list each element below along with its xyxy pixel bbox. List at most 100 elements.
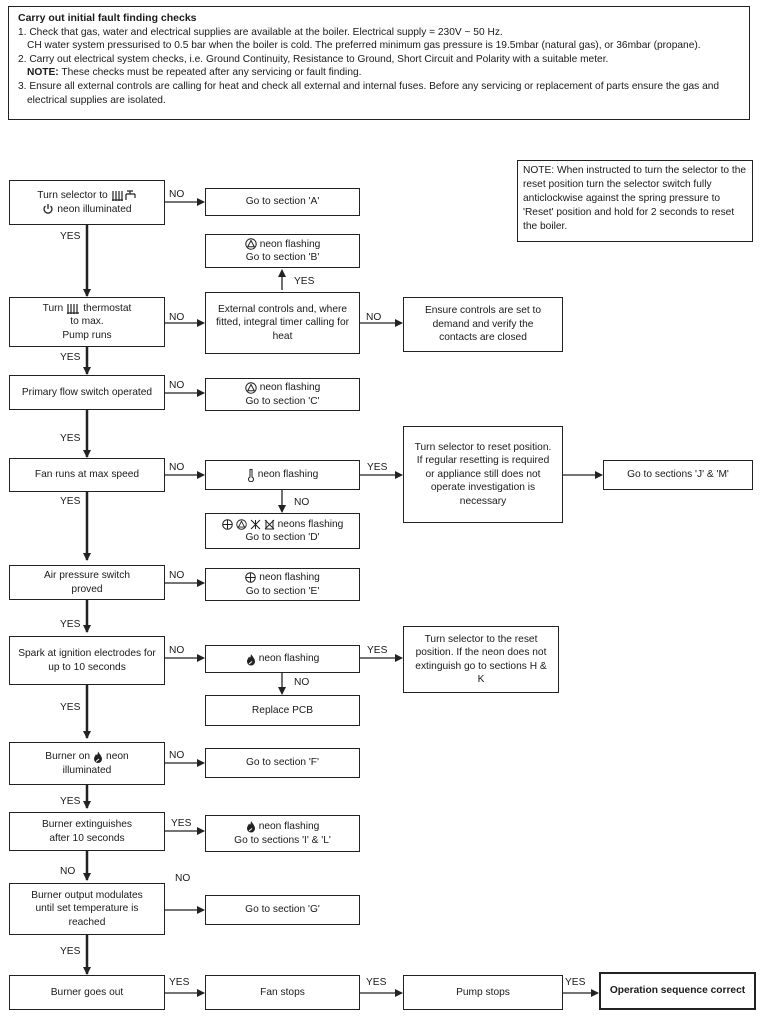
reset-note: NOTE: When instructed to turn the select… xyxy=(517,160,753,242)
instructions-box: Carry out initial fault finding checks 1… xyxy=(8,6,750,120)
go-section-b: neon flashing Go to section 'B' xyxy=(205,234,360,268)
step-burner-on: Burner on neon illuminated xyxy=(9,742,165,785)
label-no: NO xyxy=(294,497,310,508)
replace-pcb: Replace PCB xyxy=(205,695,360,726)
go-section-a: Go to section 'A' xyxy=(205,188,360,216)
go-sections-i-l: neon flashing Go to sections 'I' & 'L' xyxy=(205,815,360,852)
power-icon xyxy=(42,203,54,215)
label-no: NO xyxy=(169,380,185,391)
label-no: NO xyxy=(169,189,185,200)
neons-flashing-label: neons flashing xyxy=(277,518,344,530)
go-sections-j-m: Go to sections 'J' & 'M' xyxy=(603,460,753,490)
neon-label: neon xyxy=(106,751,129,762)
neon-flashing-label: neon flashing xyxy=(259,238,321,250)
reset-h-k: Turn selector to the reset position. If … xyxy=(403,626,559,693)
label-no: NO xyxy=(175,873,191,884)
go-section-e-label: Go to section 'E' xyxy=(245,585,320,597)
note-label: NOTE: xyxy=(27,67,59,79)
triangle-fault-icon xyxy=(235,519,247,530)
step-turn-label: Turn xyxy=(42,302,64,314)
radiator-icon xyxy=(264,519,275,530)
label-no: NO xyxy=(169,462,185,473)
label-yes: YES xyxy=(171,818,192,829)
label-no: NO xyxy=(60,866,76,877)
thermometer-icon xyxy=(247,468,255,482)
go-section-c-label: Go to section 'C' xyxy=(245,395,320,407)
instruction-3-cont: electrical supplies are isolated. xyxy=(27,94,166,106)
step-turn-thermostat: Turn thermostat to max. Pump runs xyxy=(9,297,165,347)
neon-flashing-label: neon flashing xyxy=(259,572,320,583)
label-yes: YES xyxy=(60,231,81,242)
instruction-1-cont: CH water system pressurised to 0.5 bar w… xyxy=(27,40,701,52)
label-yes: YES xyxy=(60,946,81,957)
step-burner-modulates: Burner output modulates until set temper… xyxy=(9,883,165,935)
neon-flashing-label: neon flashing xyxy=(259,382,321,393)
go-section-d-label: Go to section 'D' xyxy=(245,532,320,543)
flame-icon xyxy=(246,820,256,833)
label-yes: YES xyxy=(367,462,388,473)
step-turn-selector-label: Turn selector to xyxy=(37,190,108,201)
label-yes: YES xyxy=(294,276,315,287)
fan-icon xyxy=(221,518,233,530)
label-no: NO xyxy=(366,312,382,323)
label-yes: YES xyxy=(60,352,81,363)
instruction-2-note: NOTE: These checks must be repeated afte… xyxy=(18,66,740,80)
instruction-2: 2. Carry out electrical system checks, i… xyxy=(18,53,609,65)
step-to-max-label: to max. xyxy=(70,316,104,328)
instruction-3: 3. Ensure all external controls are call… xyxy=(18,80,720,92)
flame-icon xyxy=(93,750,103,764)
neon-flashing-label: neon flashing xyxy=(257,469,319,481)
step-fan-runs: Fan runs at max speed xyxy=(9,458,165,492)
illuminated-label: illuminated xyxy=(62,764,112,776)
go-section-e: neon flashing Go to section 'E' xyxy=(205,568,360,601)
step-air-pressure: Air pressure switch proved xyxy=(9,565,165,600)
step-spark-ignition: Spark at ignition electrodes for up to 1… xyxy=(9,636,165,685)
instructions-title: Carry out initial fault finding checks xyxy=(18,12,197,24)
external-controls: External controls and, where fitted, int… xyxy=(205,292,360,354)
step-burner-extinguishes: Burner extinguishes after 10 seconds xyxy=(9,812,165,851)
label-yes: YES xyxy=(367,645,388,656)
triangle-fault-icon xyxy=(244,382,257,394)
label-yes: YES xyxy=(60,796,81,807)
step-thermostat-label: thermostat xyxy=(83,302,132,314)
go-section-b-label: Go to section 'B' xyxy=(245,252,320,263)
go-sections-i-l-label: Go to sections 'I' & 'L' xyxy=(234,834,331,846)
fan-icon xyxy=(245,572,256,584)
go-section-g: Go to section 'G' xyxy=(205,895,360,925)
pump-stops: Pump stops xyxy=(403,975,563,1010)
label-yes: YES xyxy=(565,977,586,988)
label-yes: YES xyxy=(366,977,387,988)
ensure-controls: Ensure controls are set to demand and ve… xyxy=(403,297,563,352)
triangle-fault-icon xyxy=(244,238,257,250)
go-section-d: neons flashing Go to section 'D' xyxy=(205,513,360,549)
step-turn-selector: Turn selector to neon illuminated xyxy=(9,180,165,225)
label-yes: YES xyxy=(169,977,190,988)
radiator-tap-icon xyxy=(111,189,137,202)
operation-sequence-correct: Operation sequence correct xyxy=(599,972,756,1010)
label-no: NO xyxy=(169,570,185,581)
radiator-icon xyxy=(66,303,80,315)
label-no: NO xyxy=(169,312,185,323)
instruction-1: 1. Check that gas, water and electrical … xyxy=(18,26,503,38)
go-section-f: Go to section 'F' xyxy=(205,748,360,778)
label-yes: YES xyxy=(60,496,81,507)
flame-icon xyxy=(246,653,256,666)
thermostat-neon-flashing: neon flashing xyxy=(205,460,360,490)
instruction-2-note-text: These checks must be repeated after any … xyxy=(61,67,362,79)
burner-on-label: Burner on xyxy=(45,751,91,762)
step-burner-goes-out: Burner goes out xyxy=(9,975,165,1010)
label-no: NO xyxy=(294,677,310,688)
label-yes: YES xyxy=(60,433,81,444)
go-section-c: neon flashing Go to section 'C' xyxy=(205,378,360,411)
label-no: NO xyxy=(169,750,185,761)
step-neon-illuminated-label: neon illuminated xyxy=(57,203,132,215)
neon-flashing-label: neon flashing xyxy=(258,653,320,665)
label-no: NO xyxy=(169,645,185,656)
label-yes: YES xyxy=(60,619,81,630)
label-yes: YES xyxy=(60,702,81,713)
fan-stops: Fan stops xyxy=(205,975,360,1010)
reset-investigation: Turn selector to reset position. If regu… xyxy=(403,426,563,523)
neon-flashing-label: neon flashing xyxy=(258,821,320,832)
step-pump-runs-label: Pump runs xyxy=(62,329,112,341)
